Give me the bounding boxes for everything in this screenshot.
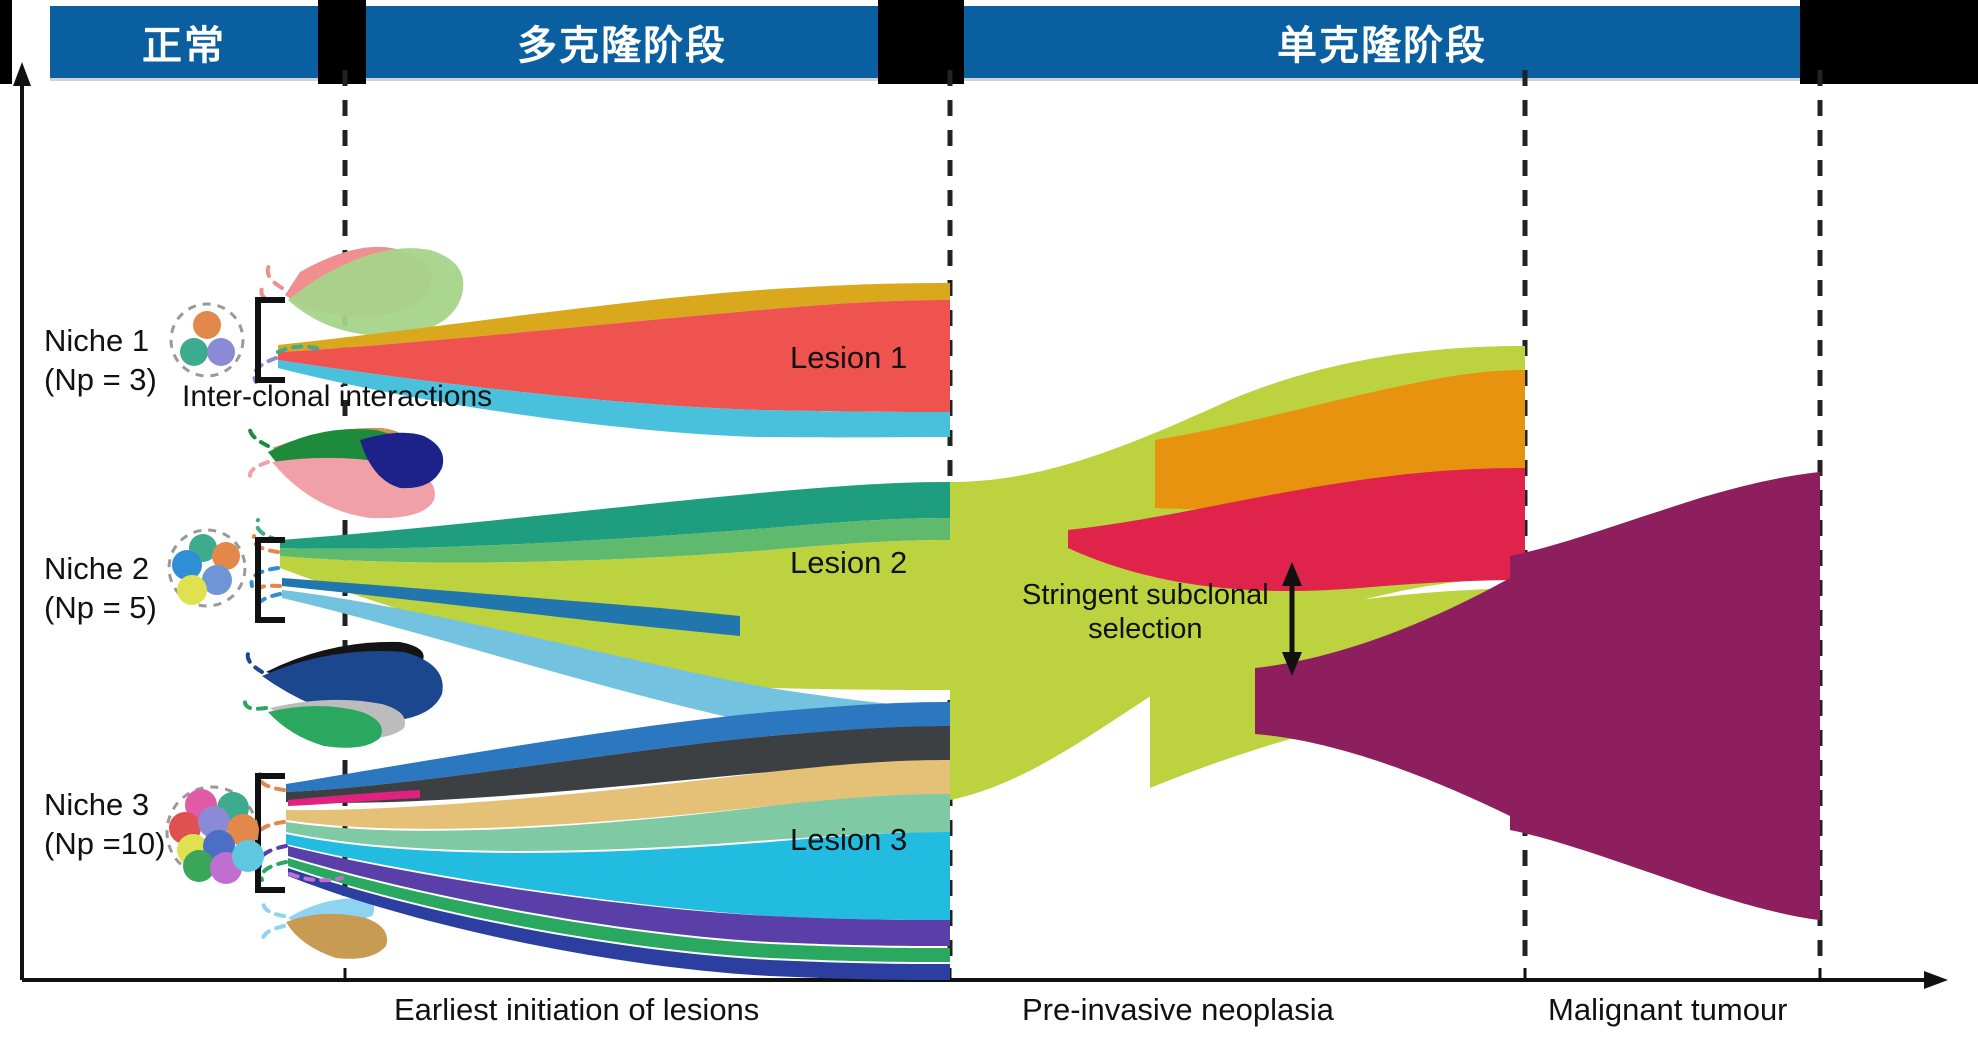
niche-1-name: Niche 1 — [44, 323, 150, 358]
ribbon-preinvasive-crimson — [1068, 468, 1525, 592]
dead-end-blob — [268, 706, 382, 748]
niche-3-np: (Np =10) — [44, 825, 166, 861]
niche-1-label: Niche 1 (Np = 3) — [44, 322, 157, 400]
ribbon-tumour-neck — [1255, 554, 1560, 838]
clone-cell — [180, 338, 208, 366]
niche-2-name: Niche 2 — [44, 551, 150, 586]
ribbon-lesion2-green — [280, 518, 950, 563]
ribbon-tumour-body — [1510, 472, 1820, 920]
ribbon-lesion3-magenta — [288, 790, 420, 806]
clone-cell — [232, 840, 264, 872]
extinct-dashes — [243, 694, 268, 711]
ribbon-lesion3-navy — [288, 868, 950, 980]
stringent-selection-arrow — [1282, 562, 1302, 676]
dead-end-clone-group-lower — [243, 641, 443, 748]
ribbon-lesion3-purple — [288, 846, 950, 946]
stage-banner-polyclonal: 多克隆阶段 — [366, 6, 878, 78]
extinct-dashes — [248, 460, 270, 482]
clone-cell — [177, 575, 207, 605]
ribbon-lesion3-blue — [286, 702, 950, 792]
ribbon-lesion3-emerald — [288, 858, 950, 962]
ribbon-lesion3-cyan — [286, 832, 950, 920]
dead-end-blob — [286, 913, 388, 959]
letterbox-bar — [1800, 0, 1978, 84]
lesion-2-label: Lesion 2 — [790, 545, 908, 580]
extinct-dashes — [276, 344, 324, 354]
bracket-niche-1 — [255, 297, 285, 383]
clone-cell — [202, 565, 232, 595]
ribbon-lesion1-coral — [278, 300, 950, 412]
niche-2-np: (Np = 5) — [44, 589, 157, 625]
ribbon-lesion2-bluesteel — [282, 578, 740, 636]
extinct-dashes — [259, 860, 288, 882]
stringent-line-1: Stringent subclonal — [1022, 579, 1269, 611]
clone-cell — [198, 806, 230, 838]
ribbon-lesion3-mintgreen — [286, 794, 950, 851]
extinct-dashes — [245, 648, 264, 674]
lesion-2-flow — [249, 482, 950, 750]
stringent-subclonal-selection-label: Stringent subclonal selection — [1022, 578, 1269, 646]
dead-end-clone-group-mid — [248, 422, 444, 519]
niche-2-cell-cluster — [167, 528, 247, 608]
dead-end-clone-group-bottom — [261, 898, 388, 959]
lesion-1-label: Lesion 1 — [790, 340, 908, 375]
dead-end-clone-group-top — [259, 246, 464, 337]
niche-1-cell-cluster — [169, 302, 245, 378]
letterbox-bar — [0, 0, 12, 84]
extinct-dashes — [261, 898, 286, 946]
ribbon-lesion2-skyblue — [282, 590, 950, 750]
letterbox-bar — [318, 0, 366, 84]
extinct-dashes — [288, 872, 344, 883]
ribbon-lesion3-sand — [286, 760, 950, 829]
ribbon-lesion2-teal — [280, 482, 950, 549]
dead-end-blob — [288, 248, 464, 337]
ribbon-lesion1-cyan — [278, 360, 950, 438]
lesion-3-label: Lesion 3 — [790, 822, 908, 857]
stage-banner-normal: 正常 — [50, 6, 318, 78]
stringent-line-2: selection — [1088, 613, 1203, 646]
ribbon-lesion3-darkgray — [286, 726, 950, 804]
niche-3-name: Niche 3 — [44, 787, 150, 822]
x-axis — [22, 968, 1948, 989]
clone-cell — [212, 542, 240, 570]
extinct-dashes — [255, 772, 286, 842]
clone-cell — [227, 814, 259, 846]
niche-3-cell-cluster — [165, 785, 264, 884]
niche-1-np: (Np = 3) — [44, 361, 157, 397]
bracket-niche-2 — [255, 537, 285, 623]
dead-end-blob — [360, 432, 444, 489]
niche-2-label: Niche 2 (Np = 5) — [44, 550, 157, 628]
axis-stage-pre-invasive: Pre-invasive neoplasia — [1022, 992, 1334, 1027]
niche-3-label: Niche 3 (Np =10) — [44, 786, 165, 864]
clone-cell — [207, 338, 235, 366]
clone-cell — [183, 850, 215, 882]
clone-cell — [172, 550, 202, 580]
y-axis — [13, 62, 31, 980]
extinct-dashes — [259, 262, 284, 303]
malignant-tumour-flow — [1255, 472, 1820, 920]
bracket-niche-3 — [255, 773, 285, 893]
stage-banner-monoclonal: 单克隆阶段 — [964, 6, 1800, 78]
lesion-3-flow — [255, 702, 950, 980]
inter-clonal-interactions-label: Inter-clonal interactions — [182, 380, 493, 413]
ribbon-lesion1-gold — [278, 283, 950, 352]
axis-stage-earliest-initiation: Earliest initiation of lesions — [394, 992, 760, 1027]
clone-cell — [193, 311, 221, 339]
dead-end-blob — [262, 651, 443, 722]
axis-stage-malignant-tumour: Malignant tumour — [1548, 992, 1788, 1027]
extinct-dashes — [248, 422, 270, 448]
